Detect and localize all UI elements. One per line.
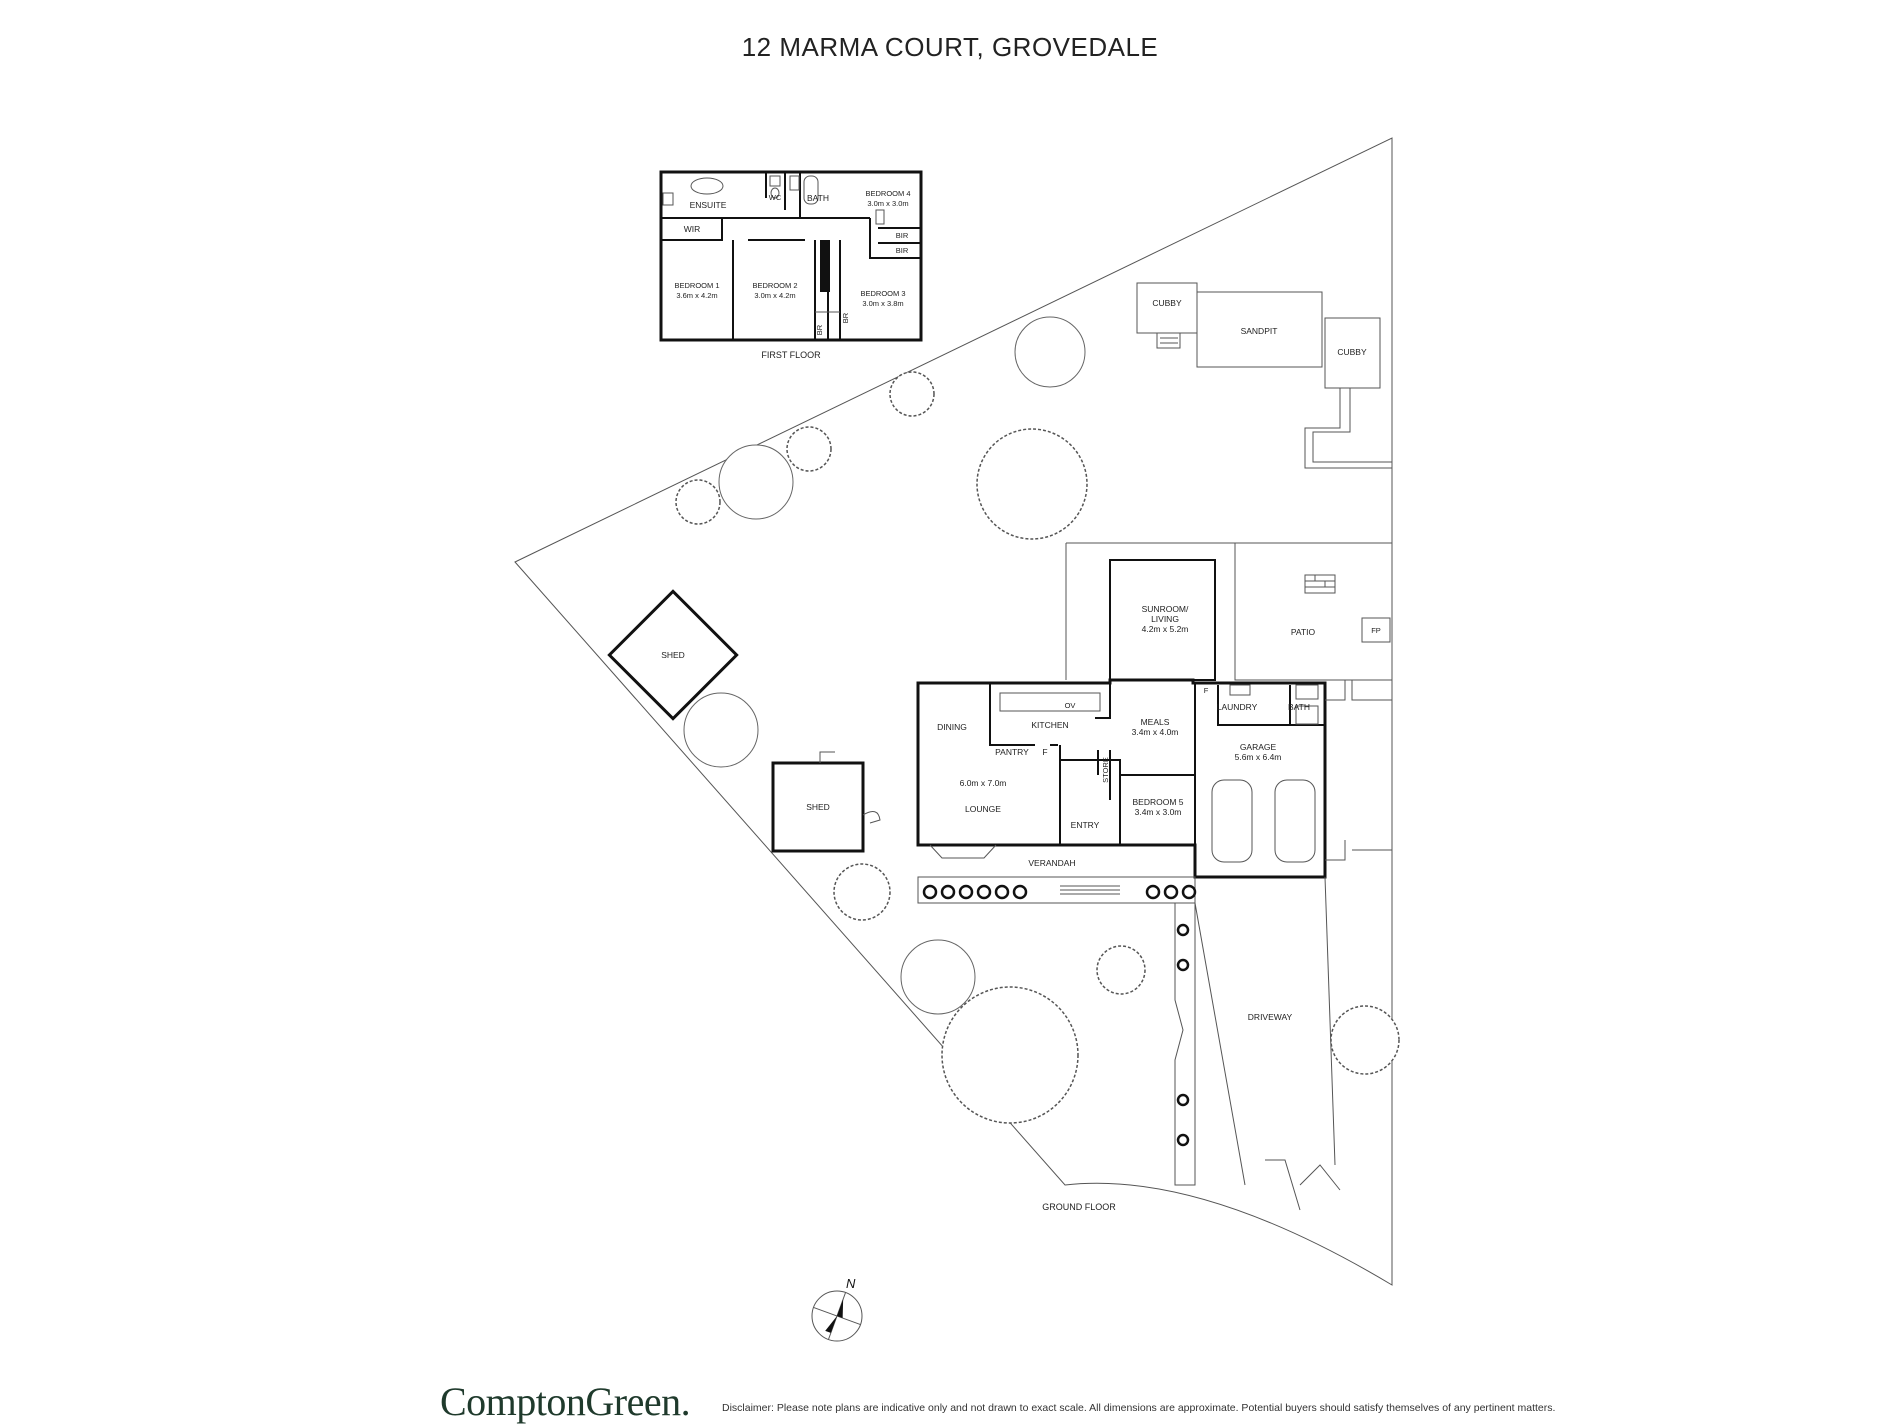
room-pantry: PANTRY xyxy=(995,747,1029,757)
room-bedroom-5: BEDROOM 5 xyxy=(1132,797,1183,807)
room-bedroom-3-dim: 3.0m x 3.8m xyxy=(862,299,903,308)
first-floor-plan: ENSUITE WC BATH BEDROOM 4 3.0m x 3.0m WI… xyxy=(659,170,923,360)
room-wc: WC xyxy=(769,193,782,202)
kitchen-fridge: F xyxy=(1042,747,1047,757)
patio-fireplace: FP xyxy=(1371,626,1381,635)
page-title: 12 MARMA COURT, GROVEDALE xyxy=(741,32,1159,62)
room-store: STORE xyxy=(1101,757,1110,783)
room-bath-lower: BATH xyxy=(1288,702,1310,712)
verandah-posts xyxy=(922,884,1197,1147)
room-bedroom-1: BEDROOM 1 xyxy=(674,281,719,290)
room-bedroom-2-dim: 3.0m x 4.2m xyxy=(754,291,795,300)
disclaimer-text: Disclaimer: Please note plans are indica… xyxy=(722,1402,1556,1414)
site-boundary xyxy=(514,137,1393,1286)
area-cubby-1: CUBBY xyxy=(1152,298,1182,308)
room-garage: GARAGE xyxy=(1240,742,1277,752)
area-patio: PATIO xyxy=(1291,627,1316,637)
room-wir: WIR xyxy=(684,224,701,234)
room-bedroom-3: BEDROOM 3 xyxy=(860,289,905,298)
area-driveway: DRIVEWAY xyxy=(1248,1012,1293,1022)
room-sunroom-dim: 4.2m x 5.2m xyxy=(1142,624,1189,634)
room-lounge: LOUNGE xyxy=(965,804,1001,814)
room-meals-dim: 3.4m x 4.0m xyxy=(1132,727,1179,737)
footer: ComptonGreen. Disclaimer: Please note pl… xyxy=(440,1378,1740,1424)
brand-logo: ComptonGreen. xyxy=(440,1379,691,1424)
room-bath-upper: BATH xyxy=(807,193,829,203)
shed-2-label: SHED xyxy=(806,802,830,812)
room-bedroom-1-dim: 3.6m x 4.2m xyxy=(676,291,717,300)
kitchen-oven: OV xyxy=(1065,701,1076,710)
room-lounge-dim: 6.0m x 7.0m xyxy=(960,778,1007,788)
shed-1-label: SHED xyxy=(661,650,685,660)
room-dining: DINING xyxy=(937,722,967,732)
compass-north-label: N xyxy=(846,1276,856,1291)
room-entry: ENTRY xyxy=(1071,820,1100,830)
room-bir-b: BIR xyxy=(896,246,909,255)
room-sunroom-2: LIVING xyxy=(1151,614,1179,624)
laundry-fridge: F xyxy=(1204,686,1209,695)
room-garage-dim: 5.6m x 6.4m xyxy=(1235,752,1282,762)
ground-floor-label: GROUND FLOOR xyxy=(1042,1202,1116,1212)
room-bedroom-4: BEDROOM 4 xyxy=(865,189,910,198)
ground-floor-plan: SUNROOM/ LIVING 4.2m x 5.2m PATIO FP DIN… xyxy=(916,542,1392,1212)
room-bedroom-5-dim: 3.4m x 3.0m xyxy=(1135,807,1182,817)
room-ensuite: ENSUITE xyxy=(690,200,727,210)
room-sunroom: SUNROOM/ xyxy=(1142,604,1189,614)
room-br-b: BR xyxy=(841,312,850,323)
trees xyxy=(675,316,1400,1124)
sheds: SHED SHED xyxy=(607,589,881,853)
room-laundry: LAUNDRY xyxy=(1217,702,1258,712)
compass: N xyxy=(811,1276,863,1342)
area-verandah: VERANDAH xyxy=(1028,858,1075,868)
area-cubby-2: CUBBY xyxy=(1337,347,1367,357)
room-br-a: BR xyxy=(815,324,824,335)
area-sandpit: SANDPIT xyxy=(1241,326,1278,336)
room-bedroom-4-dim: 3.0m x 3.0m xyxy=(867,199,908,208)
room-bedroom-2: BEDROOM 2 xyxy=(752,281,797,290)
play-area: CUBBY SANDPIT CUBBY xyxy=(1136,282,1392,469)
first-floor-label: FIRST FLOOR xyxy=(761,350,821,360)
room-bir-a: BIR xyxy=(896,231,909,240)
room-meals: MEALS xyxy=(1141,717,1170,727)
room-kitchen: KITCHEN xyxy=(1031,720,1068,730)
